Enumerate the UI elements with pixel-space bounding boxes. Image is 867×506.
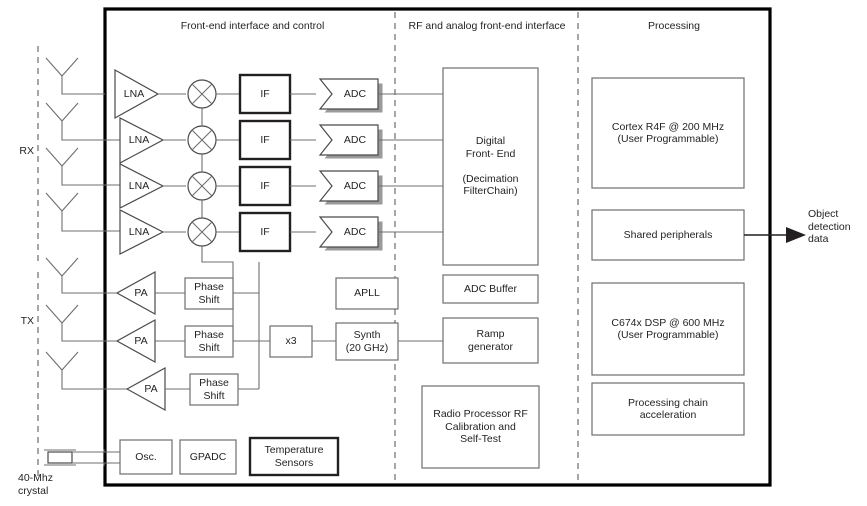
multiplier-x3: [269, 325, 336, 358]
tx-antenna-2: [45, 304, 120, 342]
crystal-label: 40-Mhz crystal: [18, 472, 54, 497]
synth-block: [335, 322, 443, 361]
object-detection-output-label: Object detection data: [808, 208, 851, 245]
digital-front-end-block: [442, 67, 539, 266]
adc-4-label: ADC: [343, 225, 367, 238]
cortex-r4f-label: Cortex R4F @ 200 MHz (User Programmable): [611, 120, 725, 146]
section-header-rf-analog: RF and analog front-end interface: [408, 20, 566, 32]
temperature-sensors-label: Temperature Sensors: [264, 444, 324, 469]
phase-shift-1: [155, 277, 259, 310]
digital-front-end-label: Digital Front- End (Decimation FilterCha…: [462, 135, 519, 198]
if-block-1: [216, 73, 292, 115]
apll-block: [335, 277, 399, 310]
adc-3: [290, 170, 443, 205]
gpadc-label: GPADC: [189, 450, 227, 463]
phase-shift-2: [155, 325, 270, 358]
if-4-label: IF: [260, 225, 270, 238]
radio-processor-block: [421, 385, 540, 469]
section-header-processing: Processing: [648, 20, 700, 32]
mixer-3: [163, 171, 217, 201]
rx-antenna-1: [45, 57, 105, 95]
adc-1-label: ADC: [343, 87, 367, 100]
gpadc-block: [179, 439, 237, 475]
if-1-label: IF: [260, 87, 270, 100]
radio-processor-label: Radio Processor RF Calibration and Self-…: [433, 408, 528, 446]
mixer-1: [158, 79, 217, 109]
rx-antenna-2: [45, 102, 120, 141]
adc-1: [290, 78, 443, 113]
temperature-sensors-block: [248, 436, 340, 477]
if-3-label: IF: [260, 179, 270, 192]
shared-peripherals-label: Shared peripherals: [623, 228, 713, 241]
phase-shift-1-label: Phase Shift: [194, 281, 224, 306]
adc-2-label: ADC: [343, 133, 367, 146]
adc-2: [290, 124, 443, 159]
dsp-label: C674x DSP @ 600 MHz (User Programmable): [611, 316, 725, 342]
ramp-generator-block: [442, 317, 539, 364]
crystal-icon: [44, 449, 128, 466]
apll-label: APLL: [354, 287, 380, 300]
dsp-block: [591, 282, 745, 376]
osc-block: [119, 439, 173, 475]
rx-antenna-3: [45, 147, 120, 186]
ramp-generator-label: Ramp generator: [468, 328, 513, 353]
adc-3-label: ADC: [343, 179, 367, 192]
multiplier-label: x3: [285, 335, 297, 348]
osc-label: Osc.: [135, 450, 157, 463]
pa-1-label: PA: [134, 286, 148, 299]
lna-3-label: LNA: [128, 179, 150, 192]
adc-buffer-block: [442, 274, 539, 304]
adc-buffer-label: ADC Buffer: [464, 282, 517, 295]
lna-2-label: LNA: [128, 133, 150, 146]
cortex-r4f-block: [591, 77, 745, 189]
lna-4-label: LNA: [128, 225, 150, 238]
mixer-4: [163, 217, 217, 247]
tx-label: TX: [20, 315, 34, 327]
soc-outer-border: [103, 7, 772, 487]
object-detection-output: [744, 227, 806, 243]
lo-distribution-bus: [201, 108, 234, 341]
lna-3: [119, 163, 165, 209]
rx-antenna-4: [45, 192, 120, 232]
lna-2: [119, 117, 165, 165]
if-block-3: [216, 165, 292, 207]
tx-antenna-3: [45, 351, 130, 390]
section-header-frontend: Front-end interface and control: [180, 20, 325, 32]
synth-label: Synth (20 GHz): [345, 329, 389, 354]
pa-2-label: PA: [134, 334, 148, 347]
processing-chain-label: Processing chain acceleration: [628, 396, 708, 422]
phase-shift-3: [165, 373, 259, 406]
tx-antenna-1: [45, 257, 120, 294]
phase-shift-3-label: Phase Shift: [199, 377, 229, 402]
pa-3-label: PA: [144, 382, 158, 395]
lna-4: [119, 209, 165, 255]
phase-shift-2-label: Phase Shift: [194, 329, 224, 354]
if-2-label: IF: [260, 133, 270, 146]
mixer-2: [163, 125, 217, 155]
adc-4: [290, 216, 443, 251]
rx-label: RX: [19, 145, 34, 157]
lna-1-label: LNA: [123, 87, 145, 100]
lna-1: [114, 68, 160, 120]
processing-chain-block: [591, 382, 745, 436]
